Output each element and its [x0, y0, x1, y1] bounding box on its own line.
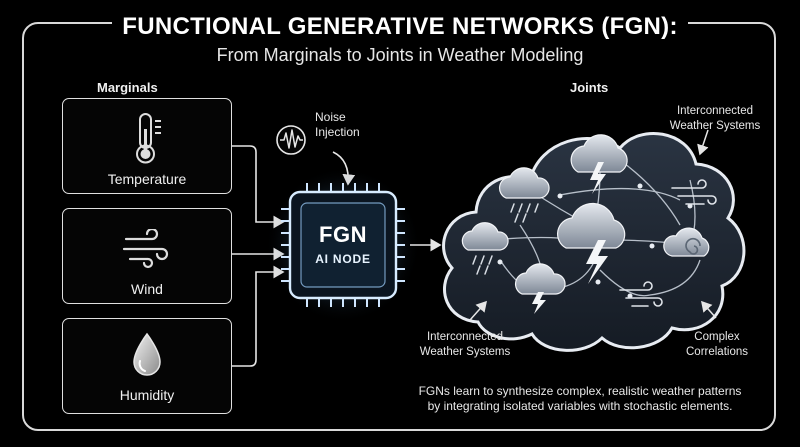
marginals-label: Marginals — [97, 80, 158, 95]
caption-line1: FGNs learn to synthesize complex, realis… — [418, 384, 742, 398]
annotation-top-right-line2: Weather Systems — [669, 120, 761, 132]
noise-label-line2: Injection — [315, 125, 360, 139]
pointer-bottom-left — [469, 300, 487, 321]
wind-label: Wind — [131, 281, 163, 297]
temperature-label: Temperature — [107, 171, 187, 187]
pointer-top-right — [697, 129, 709, 156]
storm-cloud-icon-small — [514, 263, 566, 314]
pointer-bottom-right — [701, 300, 717, 319]
storm-cloud-icon — [570, 134, 628, 194]
annotation-bottom-right: Complex Correlations — [672, 330, 762, 360]
wind-gust-icon-2 — [619, 281, 663, 307]
temperature-connector — [232, 145, 285, 229]
cyclone-icon — [663, 227, 710, 257]
annotation-bottom-left: Interconnected Weather Systems — [410, 330, 520, 360]
water-drop-icon — [133, 332, 161, 376]
humidity-label: Humidity — [119, 387, 175, 403]
chip-subtitle: AI NODE — [315, 252, 371, 266]
humidity-box: Humidity — [62, 318, 232, 414]
diagram-subtitle: From Marginals to Joints in Weather Mode… — [216, 45, 584, 65]
noise-injection-label: Noise Injection — [315, 110, 360, 140]
chip-name: FGN — [319, 222, 367, 247]
caption-line2: by integrating isolated variables with s… — [427, 399, 733, 413]
waveform-icon — [280, 129, 303, 149]
wind-box: Wind — [62, 208, 232, 304]
annotation-bottom-left-line2: Weather Systems — [419, 346, 511, 358]
temperature-box: Temperature — [62, 98, 232, 194]
rain-cloud-icon — [498, 167, 550, 223]
rain-cloud-icon-2 — [461, 222, 509, 275]
diagram-caption: FGNs learn to synthesize complex, realis… — [400, 384, 760, 414]
noise-label-line1: Noise — [315, 110, 346, 124]
thermometer-icon — [136, 113, 161, 164]
fgn-ai-chip — [265, 167, 421, 323]
title-wrap: FUNCTIONAL GENERATIVE NETWORKS (FGN): — [0, 13, 800, 41]
diagram-title: FUNCTIONAL GENERATIVE NETWORKS (FGN): — [112, 13, 688, 41]
wind-gust-icon — [671, 179, 717, 205]
joints-label: Joints — [570, 80, 609, 95]
annotation-top-right-line1: Interconnected — [676, 105, 754, 117]
annotation-bottom-left-line1: Interconnected — [426, 331, 504, 343]
annotation-top-right: Interconnected Weather Systems — [660, 104, 770, 134]
annotation-bottom-right-line2: Correlations — [686, 346, 748, 358]
annotation-bottom-right-line1: Complex — [694, 331, 740, 343]
wind-icon — [122, 229, 169, 269]
humidity-connector — [232, 265, 285, 367]
storm-cloud-icon-large — [557, 202, 626, 284]
noise-injection-node — [276, 125, 306, 155]
